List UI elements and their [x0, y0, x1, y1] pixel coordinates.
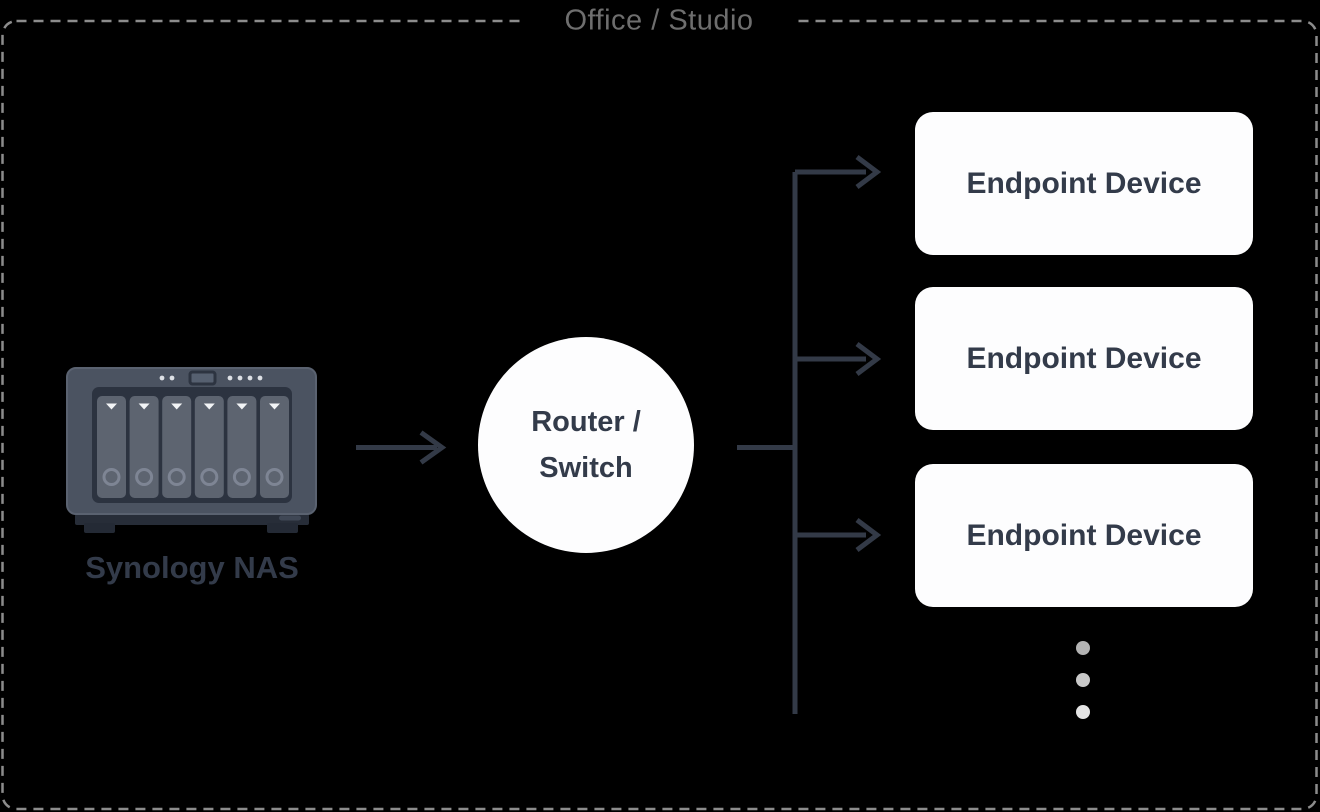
nas-drive-bay — [227, 396, 257, 498]
bay-latch-icon — [236, 403, 248, 410]
branch-arrowhead-2-icon — [855, 342, 882, 376]
nas-led-icon — [237, 375, 243, 381]
synology-nas-label: Synology NAS — [85, 550, 299, 585]
nas-drive-bay — [162, 396, 192, 498]
more-devices-ellipsis-dot-2 — [1076, 673, 1090, 687]
router-switch-node: Router / Switch — [478, 337, 694, 553]
nas-drive-bay — [97, 396, 126, 498]
nas-drive-bay — [260, 396, 289, 498]
bay-lock-icon — [232, 468, 251, 486]
more-devices-ellipsis-dot-3 — [1076, 705, 1090, 719]
office-boundary-border — [1, 19, 1318, 811]
connectors — [356, 155, 882, 714]
nas-drive-bay — [194, 396, 224, 498]
endpoint-device-label: Endpoint Device — [966, 518, 1202, 552]
more-devices-ellipsis-dot-1 — [1076, 641, 1090, 655]
nas-to-router-arrowhead-icon — [419, 430, 447, 465]
endpoint-device-node-3: Endpoint Device — [915, 464, 1253, 607]
bay-latch-icon — [171, 403, 183, 410]
bay-lock-icon — [102, 468, 121, 486]
bay-lock-icon — [167, 468, 186, 486]
router-label-line1: Router / — [531, 405, 641, 438]
synology-nas-icon — [66, 367, 317, 533]
bay-lock-icon — [135, 468, 154, 486]
endpoint-device-label: Endpoint Device — [966, 166, 1202, 200]
nas-base — [75, 514, 309, 525]
bay-latch-icon — [269, 403, 280, 410]
branch-arrowhead-3-icon — [855, 518, 882, 552]
nas-foot-left — [84, 523, 115, 533]
nas-badge — [279, 515, 301, 521]
nas-drive-bay — [129, 396, 159, 498]
nas-display — [188, 370, 217, 386]
bay-lock-icon — [265, 468, 284, 486]
nas-led-icon — [169, 375, 175, 381]
bay-latch-icon — [203, 403, 215, 410]
bay-latch-icon — [138, 403, 150, 410]
nas-led-icon — [159, 375, 165, 381]
router-label-line2: Switch — [539, 451, 633, 484]
nas-led-icon — [247, 375, 253, 381]
nas-foot-right — [267, 523, 298, 533]
nas-drive-bays — [97, 396, 289, 498]
branch-arrowhead-1-icon — [855, 155, 882, 189]
endpoint-device-label: Endpoint Device — [966, 341, 1202, 375]
endpoint-device-node-2: Endpoint Device — [915, 287, 1253, 430]
bay-latch-icon — [106, 403, 117, 410]
endpoint-device-node-1: Endpoint Device — [915, 112, 1253, 255]
bay-lock-icon — [200, 468, 219, 486]
boundary-title: Office / Studio — [522, 2, 796, 40]
nas-led-icon — [257, 375, 263, 381]
nas-led-icon — [227, 375, 233, 381]
